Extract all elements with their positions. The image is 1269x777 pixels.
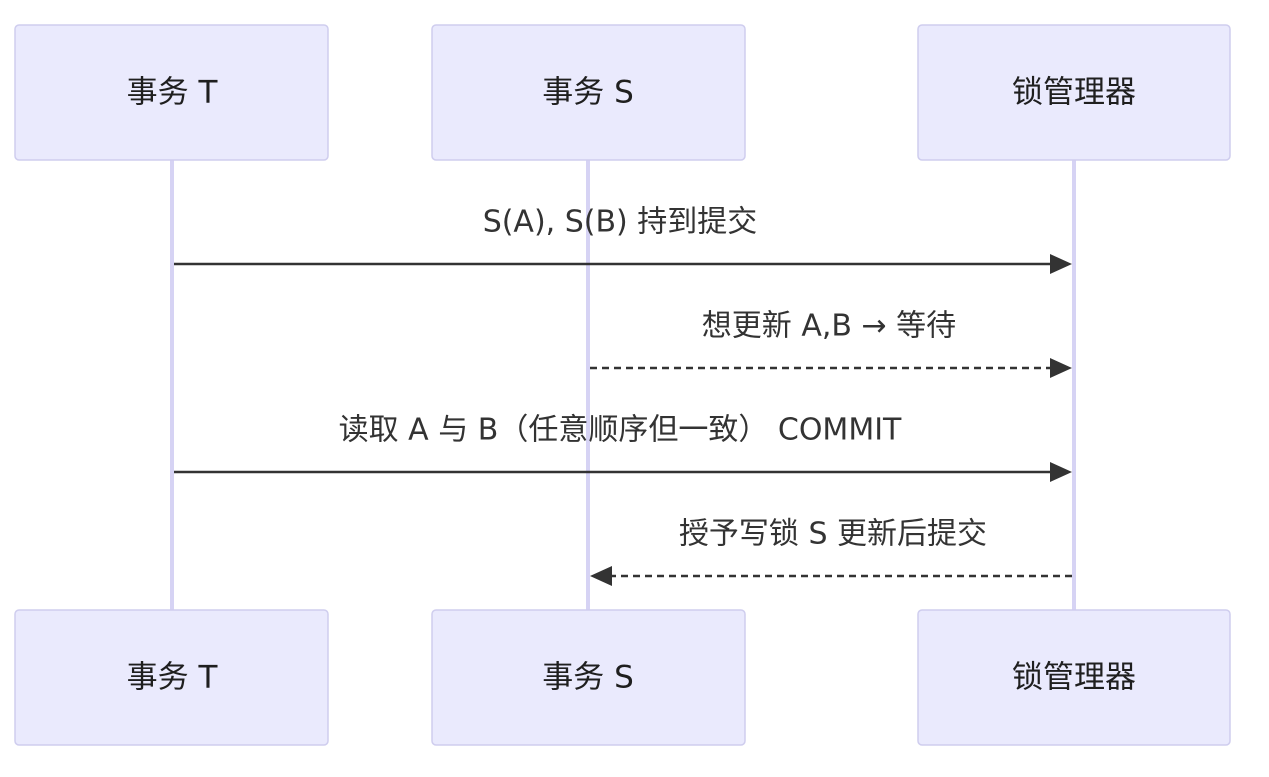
message-label: 授予写锁 S 更新后提交 <box>679 517 987 552</box>
message-label: S(A), S(B) 持到提交 <box>483 205 758 240</box>
message-2: 想更新 A,B → 等待 <box>590 309 1072 378</box>
actor-top-transaction-t: 事务 T <box>14 24 329 161</box>
message-label: 想更新 A,B → 等待 <box>702 309 956 344</box>
actor-top-lock-manager: 锁管理器 <box>917 24 1231 161</box>
actor-label: 事务 T <box>127 660 219 696</box>
arrowhead-icon <box>1050 358 1072 378</box>
arrowhead-icon <box>590 566 612 586</box>
message-label: 读取 A 与 B（任意顺序但一致） COMMIT <box>339 413 902 448</box>
actor-top-transaction-s: 事务 S <box>431 24 746 161</box>
actor-label: 事务 T <box>127 75 219 111</box>
arrowhead-icon <box>1050 462 1072 482</box>
message-3: 读取 A 与 B（任意顺序但一致） COMMIT <box>174 413 1072 482</box>
actor-bottom-transaction-t: 事务 T <box>14 609 329 746</box>
arrowhead-icon <box>1050 254 1072 274</box>
actor-label: 锁管理器 <box>1012 75 1136 111</box>
message-1: S(A), S(B) 持到提交 <box>174 205 1072 274</box>
actor-bottom-lock-manager: 锁管理器 <box>917 609 1231 746</box>
actor-label: 事务 S <box>542 660 634 696</box>
message-4: 授予写锁 S 更新后提交 <box>590 517 1072 586</box>
actor-label: 事务 S <box>542 75 634 111</box>
actor-bottom-transaction-s: 事务 S <box>431 609 746 746</box>
actor-label: 锁管理器 <box>1012 660 1136 696</box>
